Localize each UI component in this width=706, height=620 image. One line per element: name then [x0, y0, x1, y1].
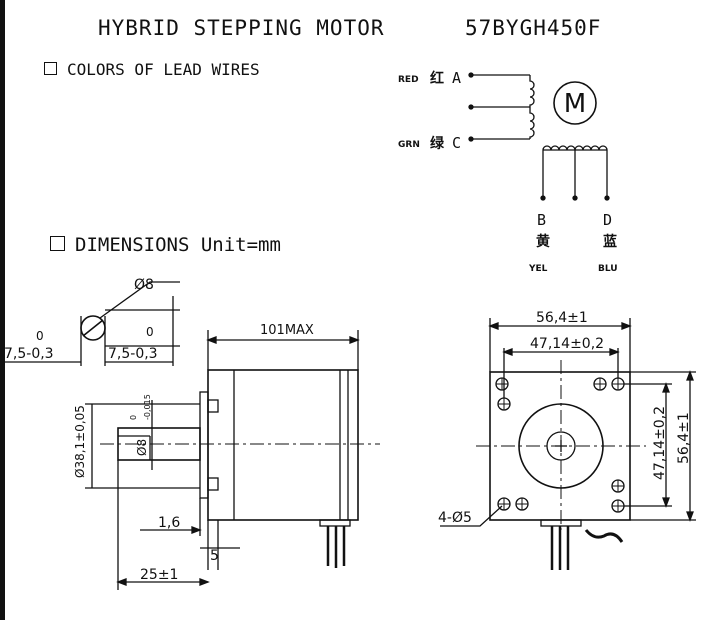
flat-right-tol: 7,5-0,3 — [108, 346, 158, 362]
side-view — [85, 330, 380, 590]
flat-left-tol-upper: 0 — [36, 329, 44, 343]
front-hole-spacing: 47,14±0,2 — [530, 336, 604, 352]
wire-a-color: RED — [398, 75, 419, 85]
side-boss-dia: Ø38,1±0,05 — [73, 405, 87, 478]
wire-b-color: YEL — [528, 264, 548, 274]
side-shaft-dia: Ø8 — [135, 439, 149, 456]
shaft-flat-detail — [3, 281, 180, 366]
front-width: 56,4±1 — [536, 310, 588, 326]
side-shaft-length: 25±1 — [140, 567, 178, 583]
side-flange-thickness: 5 — [210, 548, 219, 564]
front-hole-spacing-vertical: 47,14±0,2 — [652, 406, 668, 480]
wire-d-color: BLU — [598, 264, 618, 274]
side-shaft-tol-upper: 0 — [129, 415, 138, 420]
checkbox-square-icon — [50, 236, 65, 251]
wire-d-cjk: 蓝 — [603, 233, 617, 250]
wire-d-terminal: D — [603, 211, 612, 229]
wire-c-color: GRN — [398, 140, 420, 150]
side-length: 101MAX — [260, 323, 314, 338]
side-boss-height: 1,6 — [158, 515, 180, 531]
motor-symbol-label: M — [564, 89, 586, 119]
side-shaft-tol-lower: -0,015 — [143, 394, 152, 420]
section-lead-wires-label: COLORS OF LEAD WIRES — [67, 60, 260, 79]
section-dimensions: DIMENSIONS Unit=mm — [50, 236, 281, 255]
wire-a-cjk: 红 — [430, 70, 444, 87]
drawing-title: HYBRID STEPPING MOTOR — [98, 16, 385, 40]
wire-b-cjk: 黄 — [536, 233, 550, 250]
section-lead-wires: COLORS OF LEAD WIRES — [44, 62, 260, 78]
wire-c-terminal: C — [452, 134, 461, 152]
flat-left-tol: 7,5-0,3 — [4, 346, 54, 362]
front-view — [440, 318, 696, 570]
motor-symbol-circle — [553, 81, 597, 125]
flat-right-tol-upper: 0 — [146, 325, 154, 339]
checkbox-square-icon — [44, 62, 57, 75]
wire-c-cjk: 绿 — [430, 135, 445, 152]
model-number: 57BYGH450F — [465, 16, 602, 40]
section-dimensions-label: DIMENSIONS Unit=mm — [75, 234, 281, 256]
flat-diameter: Ø8 — [134, 277, 154, 293]
front-height: 56,4±1 — [676, 412, 692, 464]
wiring-diagram — [468, 72, 610, 201]
page-border — [0, 0, 5, 620]
front-mount-holes: 4-Ø5 — [438, 510, 472, 526]
wire-b-terminal: B — [537, 211, 546, 229]
wire-a-terminal: A — [452, 69, 461, 87]
